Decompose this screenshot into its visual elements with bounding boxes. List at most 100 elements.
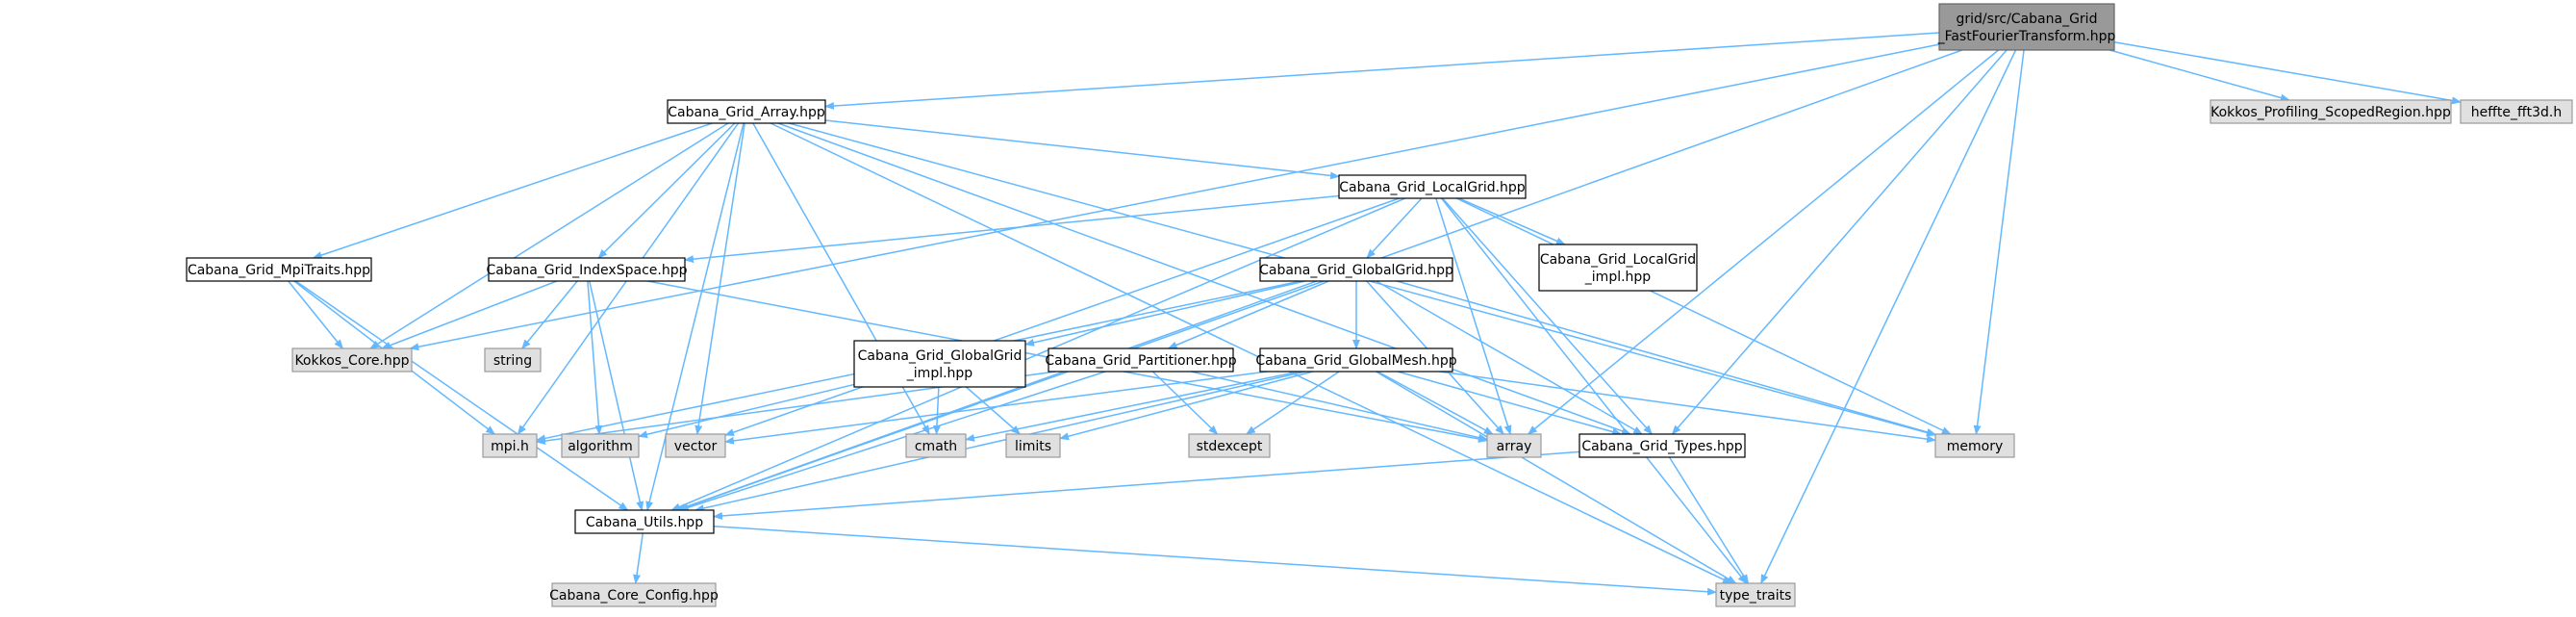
- node-box: [1005, 433, 1061, 458]
- edge-partitioner-to-stdexcept: [1151, 371, 1219, 435]
- node-algorithm: algorithm: [561, 433, 640, 458]
- node-label: Cabana_Utils.hpp: [586, 515, 703, 530]
- edge-array_hpp-to-indexspace: [597, 122, 736, 259]
- node-box: [1578, 433, 1746, 458]
- edge-root-to-type_traits: [1760, 49, 2017, 584]
- node-utils[interactable]: Cabana_Utils.hpp: [574, 509, 715, 534]
- edge-root-to-kokkos_core: [409, 43, 1940, 351]
- node-box: [561, 433, 640, 458]
- edge-globalgrid_impl-to-algorithm: [638, 383, 855, 439]
- edge-types-to-utils: [713, 450, 1580, 520]
- node-label: memory: [1947, 439, 2004, 454]
- node-label: grid/src/Cabana_Grid: [1957, 12, 2098, 27]
- edges: [288, 32, 2462, 596]
- node-box: [1486, 433, 1542, 458]
- node-label: cmath: [915, 439, 957, 454]
- node-label: _impl.hpp: [906, 366, 973, 381]
- node-mpi: mpi.h: [482, 433, 538, 458]
- node-label: mpi.h: [491, 439, 529, 454]
- edge-globalgrid-to-utils: [675, 280, 1325, 511]
- edge-localgrid-to-array: [1435, 197, 1512, 435]
- node-box: [665, 433, 726, 458]
- node-box: [551, 582, 717, 607]
- edge-root-to-memory: [1973, 49, 2025, 435]
- edge-types-to-type_traits: [1668, 456, 1750, 584]
- node-types[interactable]: Cabana_Grid_Types.hpp: [1578, 433, 1746, 458]
- edge-array_hpp-to-mpitraits: [312, 122, 713, 259]
- edge-array_hpp-to-types: [777, 122, 1632, 435]
- edge-indexspace-to-algorithm: [587, 280, 603, 435]
- node-partitioner[interactable]: Cabana_Grid_Partitioner.hpp: [1045, 347, 1237, 373]
- node-label: Kokkos_Core.hpp: [294, 353, 409, 369]
- edge-globalmesh-to-stdexcept: [1245, 371, 1340, 435]
- edge-localgrid-to-vector: [724, 197, 1401, 436]
- edge-globalgrid-to-types: [1376, 280, 1644, 435]
- node-box: [1048, 347, 1234, 373]
- edge-root-to-heffte: [2113, 40, 2462, 105]
- edge-globalmesh-to-array: [1376, 371, 1494, 435]
- node-label: array: [1497, 439, 1532, 454]
- node-label: Kokkos_Profiling_ScopedRegion.hpp: [2210, 105, 2451, 120]
- node-label: Cabana_Core_Config.hpp: [549, 588, 719, 604]
- node-mpitraits[interactable]: Cabana_Grid_MpiTraits.hpp: [186, 257, 372, 282]
- edge-array_hpp-to-vector: [695, 122, 745, 435]
- node-box: [1338, 174, 1527, 199]
- node-kokkos-core: Kokkos_Core.hpp: [291, 347, 413, 373]
- edge-utils-to-type_traits: [713, 525, 1717, 596]
- edge-localgrid-to-globalgrid: [1366, 197, 1423, 259]
- node-label: Cabana_Grid_GlobalMesh.hpp: [1255, 353, 1456, 369]
- node-root[interactable]: grid/src/Cabana_Grid _FastFourierTransfor…: [1937, 3, 2116, 51]
- node-localgrid-impl[interactable]: Cabana_Grid_LocalGrid_impl.hpp: [1538, 244, 1698, 292]
- node-box: [667, 99, 826, 124]
- node-core-config: Cabana_Core_Config.hpp: [549, 582, 719, 607]
- node-array: array: [1486, 433, 1542, 458]
- node-box: [186, 257, 372, 282]
- node-globalmesh[interactable]: Cabana_Grid_GlobalMesh.hpp: [1255, 347, 1457, 373]
- node-box: [2460, 99, 2573, 124]
- node-label: Cabana_Grid_Types.hpp: [1581, 439, 1742, 454]
- node-box: [1934, 433, 2015, 458]
- node-label: _FastFourierTransform.hpp: [1937, 29, 2116, 44]
- edge-array_hpp-to-type_traits: [770, 122, 1732, 584]
- node-box: [905, 433, 967, 458]
- node-box: [482, 433, 538, 458]
- node-box: [1188, 433, 1271, 458]
- node-label: Cabana_Grid_Array.hpp: [668, 105, 825, 120]
- node-label: vector: [674, 439, 718, 454]
- edge-globalmesh-to-cmath: [965, 371, 1301, 442]
- node-box: [2210, 99, 2452, 124]
- node-localgrid[interactable]: Cabana_Grid_LocalGrid.hpp: [1338, 174, 1527, 199]
- edge-globalmesh-to-limits: [1059, 371, 1313, 441]
- node-box: [1715, 582, 1796, 607]
- edge-localgrid-to-localgrid_impl: [1458, 197, 1566, 245]
- node-memory: memory: [1934, 433, 2015, 458]
- edge-globalgrid-to-globalgrid_impl: [1024, 280, 1306, 347]
- edge-globalmesh-to-vector: [724, 371, 1268, 445]
- node-indexspace[interactable]: Cabana_Grid_IndexSpace.hpp: [487, 257, 688, 282]
- edge-root-to-types: [1671, 49, 2008, 435]
- node-label: Cabana_Grid_IndexSpace.hpp: [487, 263, 688, 278]
- node-box: [291, 347, 413, 373]
- node-globalgrid-impl[interactable]: Cabana_Grid_GlobalGrid_impl.hpp: [853, 340, 1026, 388]
- node-label: Cabana_Grid_MpiTraits.hpp: [188, 263, 370, 278]
- edge-localgrid-to-type_traits: [1440, 197, 1748, 584]
- node-globalgrid[interactable]: Cabana_Grid_GlobalGrid.hpp: [1259, 257, 1453, 282]
- node-vector: vector: [665, 433, 726, 458]
- edge-globalgrid-to-memory: [1396, 280, 1936, 436]
- node-label: heffte_fft3d.h: [2471, 105, 2563, 120]
- edge-array_hpp-to-utils: [645, 122, 745, 511]
- node-label: Cabana_Grid_LocalGrid.hpp: [1339, 180, 1526, 195]
- node-cmath: cmath: [905, 433, 967, 458]
- node-box: [1538, 244, 1698, 292]
- nodes: grid/src/Cabana_Grid _FastFourierTransfor…: [186, 3, 2573, 607]
- edge-globalgrid_impl-to-limits: [965, 386, 1022, 435]
- edge-array_hpp-to-localgrid: [824, 119, 1340, 180]
- edge-globalmesh-to-type_traits: [1376, 371, 1737, 584]
- edge-localgrid-to-utils: [670, 197, 1406, 511]
- node-heffte: heffte_fft3d.h: [2460, 99, 2573, 124]
- node-profiling: Kokkos_Profiling_ScopedRegion.hpp: [2210, 99, 2452, 124]
- node-label: algorithm: [568, 439, 633, 454]
- node-array-hpp[interactable]: Cabana_Grid_Array.hpp: [667, 99, 826, 124]
- edge-partitioner-to-utils: [678, 371, 1106, 512]
